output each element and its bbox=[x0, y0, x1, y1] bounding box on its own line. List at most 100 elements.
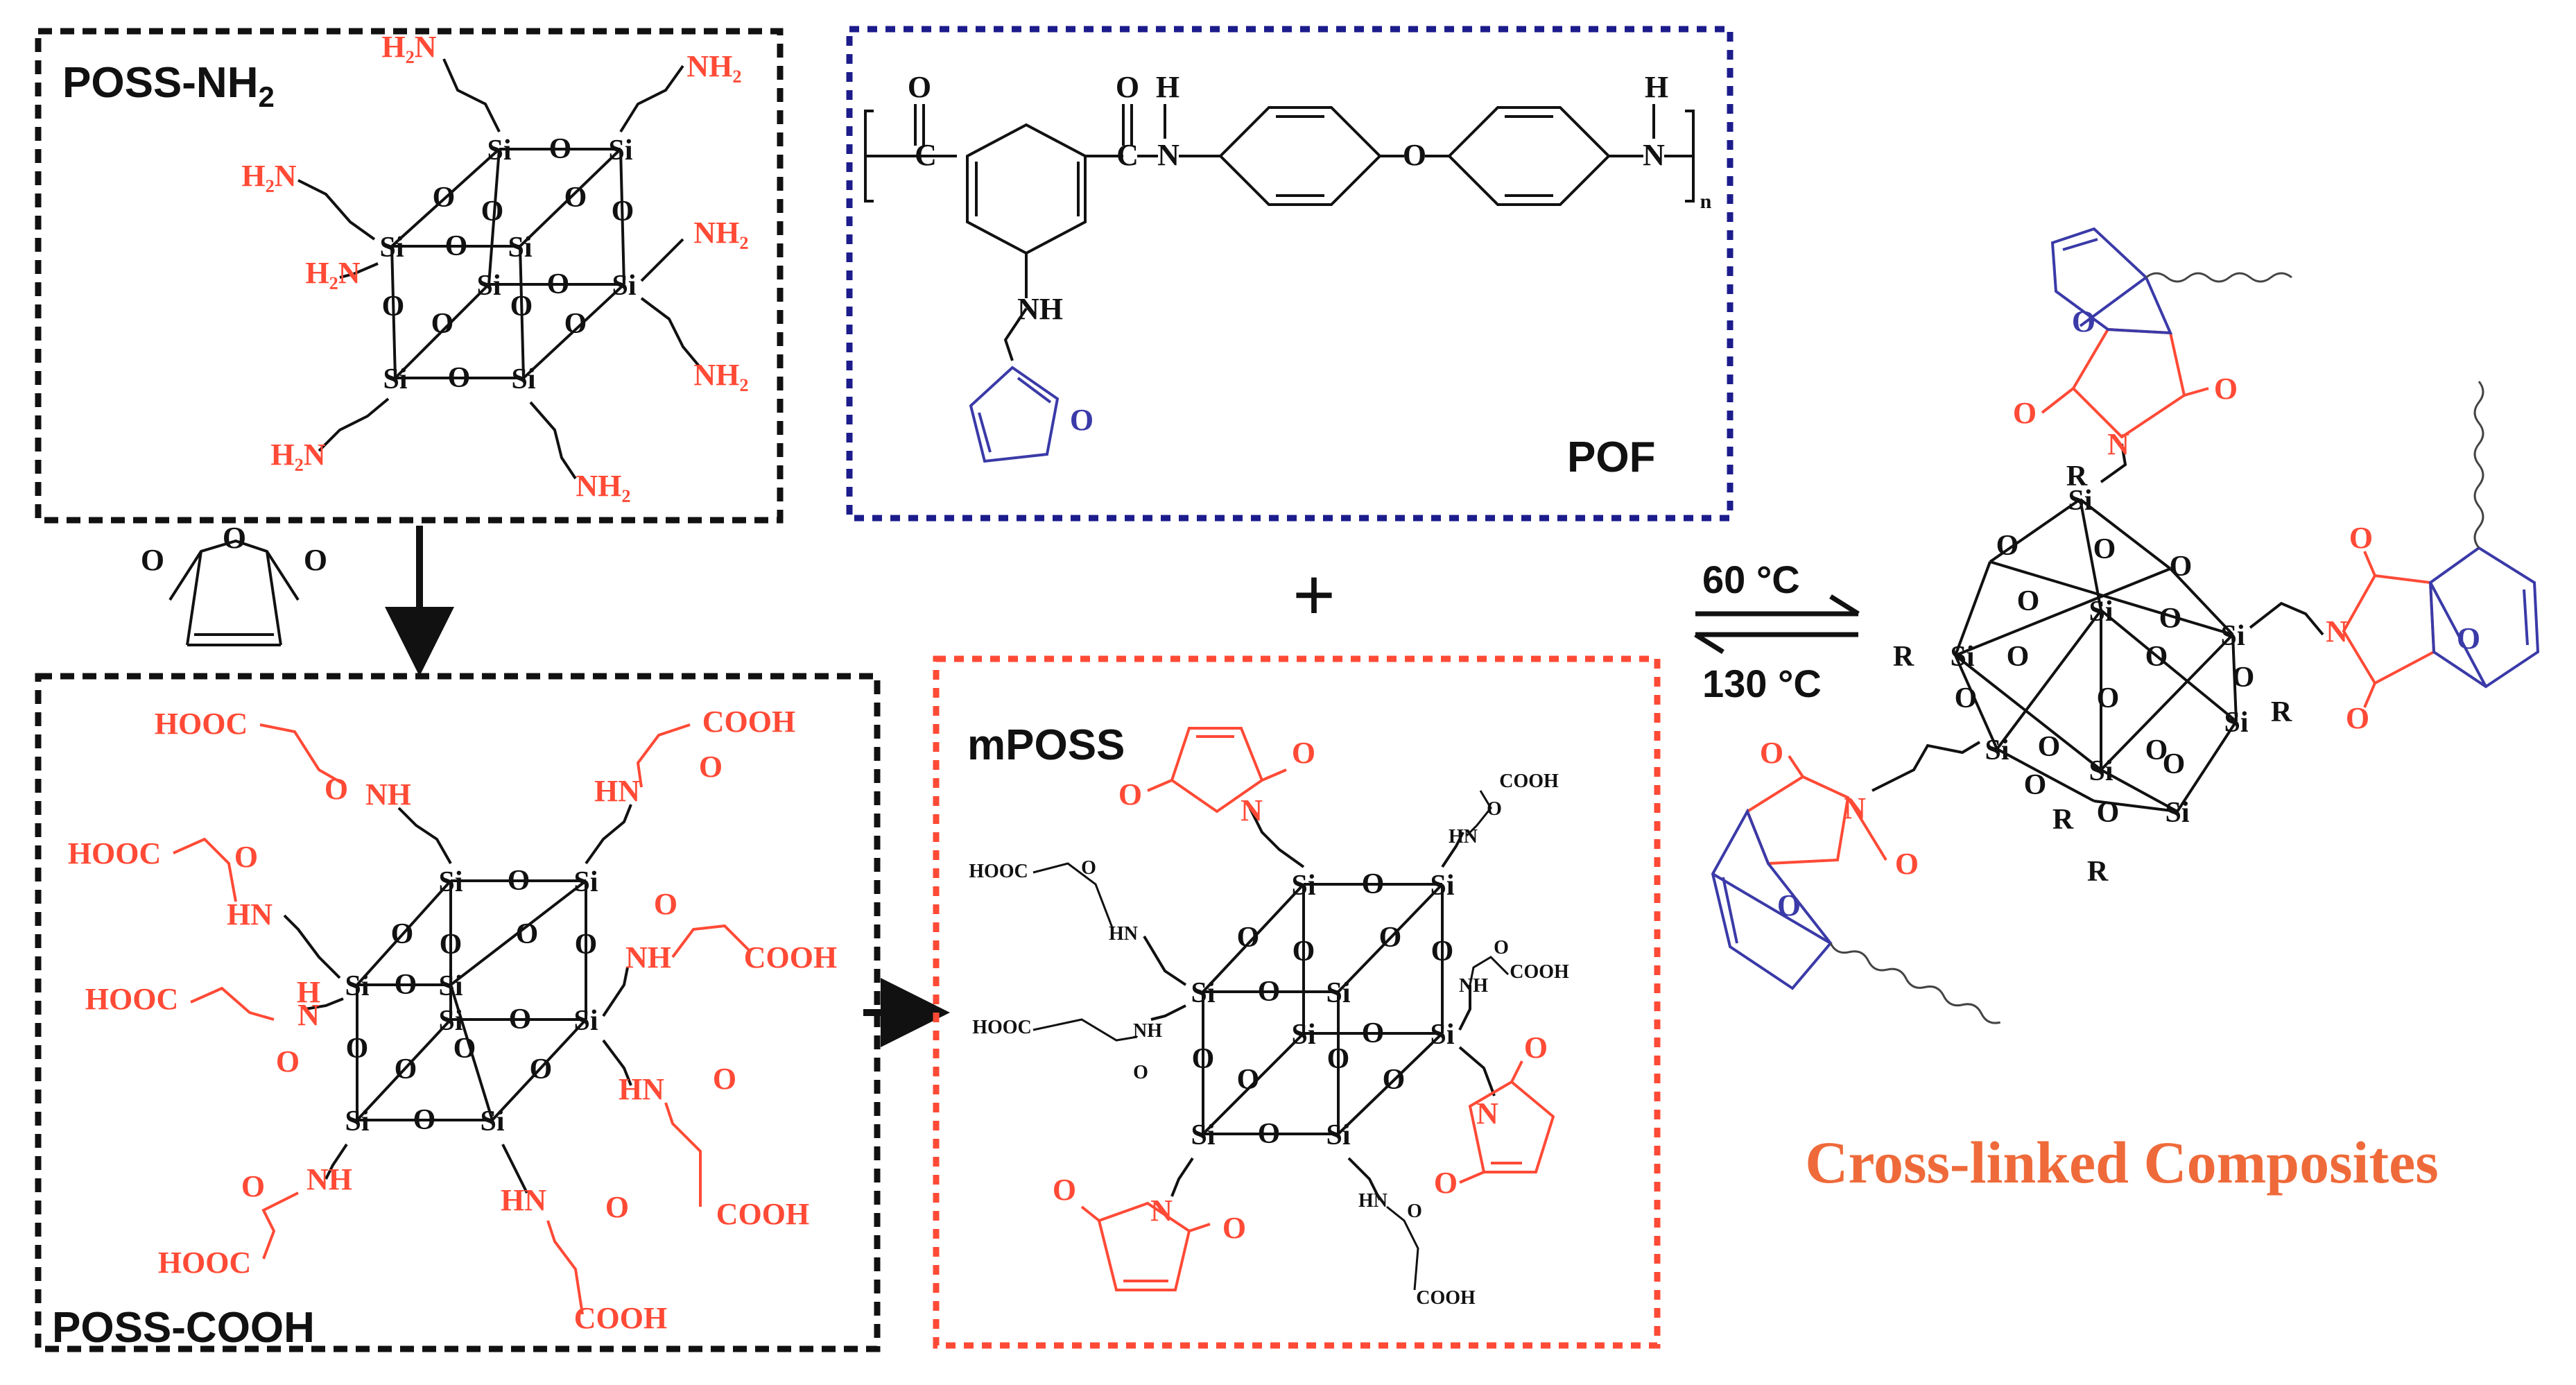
svg-text:Si: Si bbox=[1291, 870, 1315, 902]
svg-text:Si: Si bbox=[511, 363, 535, 395]
adduct-top: N O O O bbox=[2013, 227, 2292, 483]
svg-text:COOH: COOH bbox=[702, 705, 795, 739]
svg-text:NH: NH bbox=[1133, 1020, 1162, 1042]
svg-text:HN: HN bbox=[1358, 1190, 1388, 1212]
svg-text:Si: Si bbox=[1430, 1019, 1454, 1051]
svg-text:R: R bbox=[1893, 641, 1914, 673]
svg-text:N: N bbox=[297, 998, 320, 1032]
svg-text:O: O bbox=[481, 196, 504, 227]
svg-text:H₂N: H₂N bbox=[305, 256, 360, 290]
svg-text:O: O bbox=[699, 750, 723, 784]
mposs-cage-atoms: Si Si Si Si Si Si Si Si O O O O O O O O … bbox=[1191, 868, 1454, 1151]
composite-cage-atoms: Si Si Si Si Si Si Si Si O O O O O O O O … bbox=[1893, 461, 2292, 888]
svg-text:O: O bbox=[433, 182, 456, 214]
plus-sign: + bbox=[1293, 553, 1336, 637]
svg-text:O: O bbox=[713, 1062, 736, 1096]
svg-text:O: O bbox=[2097, 682, 2120, 714]
svg-text:O: O bbox=[346, 1033, 369, 1065]
svg-text:O: O bbox=[1494, 937, 1509, 958]
svg-text:Si: Si bbox=[476, 270, 501, 302]
svg-text:O: O bbox=[2017, 585, 2040, 617]
svg-text:O: O bbox=[1996, 530, 2019, 562]
svg-text:O: O bbox=[2214, 372, 2238, 406]
svg-text:n: n bbox=[1700, 190, 1712, 213]
svg-text:O: O bbox=[1258, 976, 1281, 1008]
svg-text:O: O bbox=[1116, 70, 1139, 104]
poss-cooh-arms bbox=[283, 804, 632, 1194]
reverse-temperature: 130 °C bbox=[1702, 662, 1822, 705]
svg-text:HOOC: HOOC bbox=[969, 861, 1028, 882]
svg-text:Si: Si bbox=[438, 1005, 463, 1037]
svg-text:O: O bbox=[382, 291, 405, 322]
mposs-title: mPOSS bbox=[967, 721, 1125, 769]
poss-cooh-cage bbox=[356, 879, 587, 1121]
svg-text:O: O bbox=[510, 291, 533, 322]
svg-text:Si: Si bbox=[379, 232, 404, 264]
svg-text:Si: Si bbox=[1291, 1019, 1315, 1051]
svg-text:N: N bbox=[1241, 793, 1263, 827]
svg-text:HN: HN bbox=[501, 1183, 546, 1217]
svg-text:Si: Si bbox=[2068, 485, 2092, 517]
svg-text:O: O bbox=[1383, 1064, 1406, 1096]
mposs-frame bbox=[933, 655, 1661, 1349]
svg-text:NH: NH bbox=[1017, 292, 1063, 326]
svg-text:Si: Si bbox=[345, 970, 369, 1002]
svg-text:O: O bbox=[1118, 777, 1142, 811]
poss-cooh-title: POSS-COOH bbox=[52, 1304, 315, 1352]
pof-title: POF bbox=[1567, 433, 1655, 481]
poss-cooh-amides: HOOC NH O COOH HN O HOOC O HN NH O COOH … bbox=[68, 705, 837, 1335]
svg-text:Si: Si bbox=[487, 135, 511, 166]
svg-text:R: R bbox=[2052, 804, 2074, 836]
poss-cooh-panel: POSS-COOH Si Si Si Si Si Si Si Si O O bbox=[35, 673, 881, 1352]
svg-text:O: O bbox=[1237, 1064, 1260, 1096]
composite-cage bbox=[1954, 498, 2238, 813]
svg-text:O: O bbox=[2145, 641, 2168, 673]
svg-text:O: O bbox=[431, 308, 454, 340]
poss-nh2-arms bbox=[297, 58, 702, 480]
svg-text:Si: Si bbox=[1326, 977, 1350, 1009]
svg-text:NH₂: NH₂ bbox=[576, 469, 630, 503]
svg-text:O: O bbox=[1434, 1166, 1458, 1200]
svg-text:O: O bbox=[1081, 857, 1096, 879]
svg-text:COOH: COOH bbox=[1510, 961, 1569, 983]
svg-text:N: N bbox=[1150, 1194, 1173, 1228]
svg-text:O: O bbox=[1487, 798, 1502, 820]
svg-text:O: O bbox=[2097, 797, 2120, 829]
svg-text:O: O bbox=[516, 918, 539, 950]
svg-text:NH: NH bbox=[625, 940, 671, 974]
svg-text:O: O bbox=[1407, 1201, 1422, 1222]
svg-text:O: O bbox=[1895, 847, 1919, 881]
svg-text:O: O bbox=[395, 1053, 417, 1085]
svg-text:COOH: COOH bbox=[1499, 771, 1559, 792]
svg-text:O: O bbox=[141, 543, 164, 577]
svg-text:O: O bbox=[2013, 396, 2037, 430]
svg-text:O: O bbox=[2038, 731, 2061, 763]
svg-text:Si: Si bbox=[508, 232, 532, 264]
poss-nh2-title: POSS-NH2 bbox=[62, 59, 275, 113]
svg-text:H₂N: H₂N bbox=[241, 159, 296, 193]
mposs-acid-chains: COOH O HN HOOC O HN COOH O NH HOOC NH O … bbox=[969, 771, 1569, 1309]
svg-text:HOOC: HOOC bbox=[85, 982, 178, 1016]
svg-text:HOOC: HOOC bbox=[972, 1017, 1032, 1038]
svg-text:HN: HN bbox=[619, 1072, 664, 1106]
svg-text:H: H bbox=[1156, 70, 1179, 104]
svg-text:O: O bbox=[276, 1044, 300, 1078]
svg-text:H: H bbox=[297, 975, 320, 1009]
poss-cooh-side-chains bbox=[173, 723, 750, 1315]
svg-text:O: O bbox=[2170, 551, 2193, 583]
svg-text:O: O bbox=[1133, 1062, 1148, 1083]
mposs-maleimide-atoms: N O O N O O N O O bbox=[1053, 736, 1548, 1245]
svg-text:R: R bbox=[2066, 461, 2088, 492]
pof-polymer-backbone bbox=[864, 104, 1695, 361]
svg-text:O: O bbox=[564, 308, 587, 340]
svg-text:O: O bbox=[391, 918, 414, 950]
svg-text:HN: HN bbox=[1109, 923, 1138, 945]
svg-text:O: O bbox=[549, 133, 572, 165]
svg-text:O: O bbox=[2072, 304, 2095, 338]
pof-panel: O O H H C C N O N NH n O POF bbox=[846, 26, 1734, 522]
svg-text:O: O bbox=[440, 929, 463, 961]
svg-text:H₂N: H₂N bbox=[381, 30, 436, 64]
svg-text:Si: Si bbox=[573, 866, 598, 898]
svg-text:O: O bbox=[1777, 888, 1801, 922]
